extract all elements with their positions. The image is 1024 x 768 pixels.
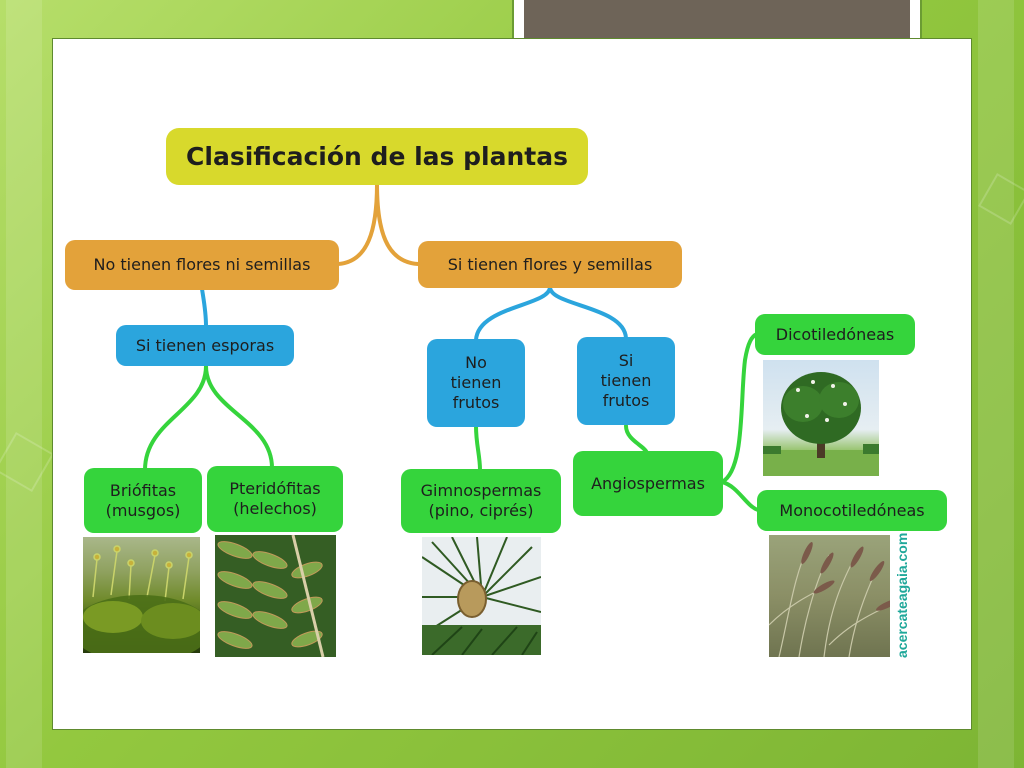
node-no-fruits: No tienen frutos [427, 339, 525, 427]
node-monocotiledoneas-label: Monocotiledóneas [779, 500, 925, 520]
fern-photo [215, 535, 336, 657]
node-angiospermas-label: Angiospermas [591, 473, 705, 493]
node-dicotiledoneas: Dicotiledóneas [755, 314, 915, 355]
tree-photo [763, 360, 879, 476]
node-briofitas: Briófitas (musgos) [84, 468, 202, 533]
node-root: Clasificación de las plantas [166, 128, 588, 185]
node-briofitas-label: Briófitas (musgos) [105, 480, 181, 520]
watermark-text: acercateagaia.com [894, 532, 910, 658]
background-stripe [978, 0, 1014, 768]
node-pteridofitas: Pteridófitas (helechos) [207, 466, 343, 532]
node-fruits-label: Si tienen frutos [600, 351, 652, 410]
node-fruits: Si tienen frutos [577, 337, 675, 425]
node-dicotiledoneas-label: Dicotiledóneas [775, 324, 895, 344]
node-gimnospermas: Gimnospermas (pino, ciprés) [401, 469, 561, 533]
node-flowers-label: Si tienen flores y semillas [447, 254, 653, 274]
node-no-flowers: No tienen flores ni semillas [65, 240, 339, 290]
node-no-fruits-label: No tienen frutos [450, 353, 502, 412]
node-monocotiledoneas: Monocotiledóneas [757, 490, 947, 531]
node-flowers: Si tienen flores y semillas [418, 241, 682, 288]
node-no-flowers-label: No tienen flores ni semillas [93, 255, 311, 274]
grass-photo [769, 535, 890, 657]
node-angiospermas: Angiospermas [573, 451, 723, 516]
moss-photo [83, 537, 200, 653]
background-stripe [6, 0, 42, 768]
node-spores: Si tienen esporas [116, 325, 294, 366]
node-spores-label: Si tienen esporas [135, 335, 275, 355]
pine-photo [422, 537, 541, 655]
node-pteridofitas-label: Pteridófitas (helechos) [229, 479, 321, 518]
node-root-label: Clasificación de las plantas [186, 141, 568, 171]
node-gimnospermas-label: Gimnospermas (pino, ciprés) [420, 481, 542, 520]
